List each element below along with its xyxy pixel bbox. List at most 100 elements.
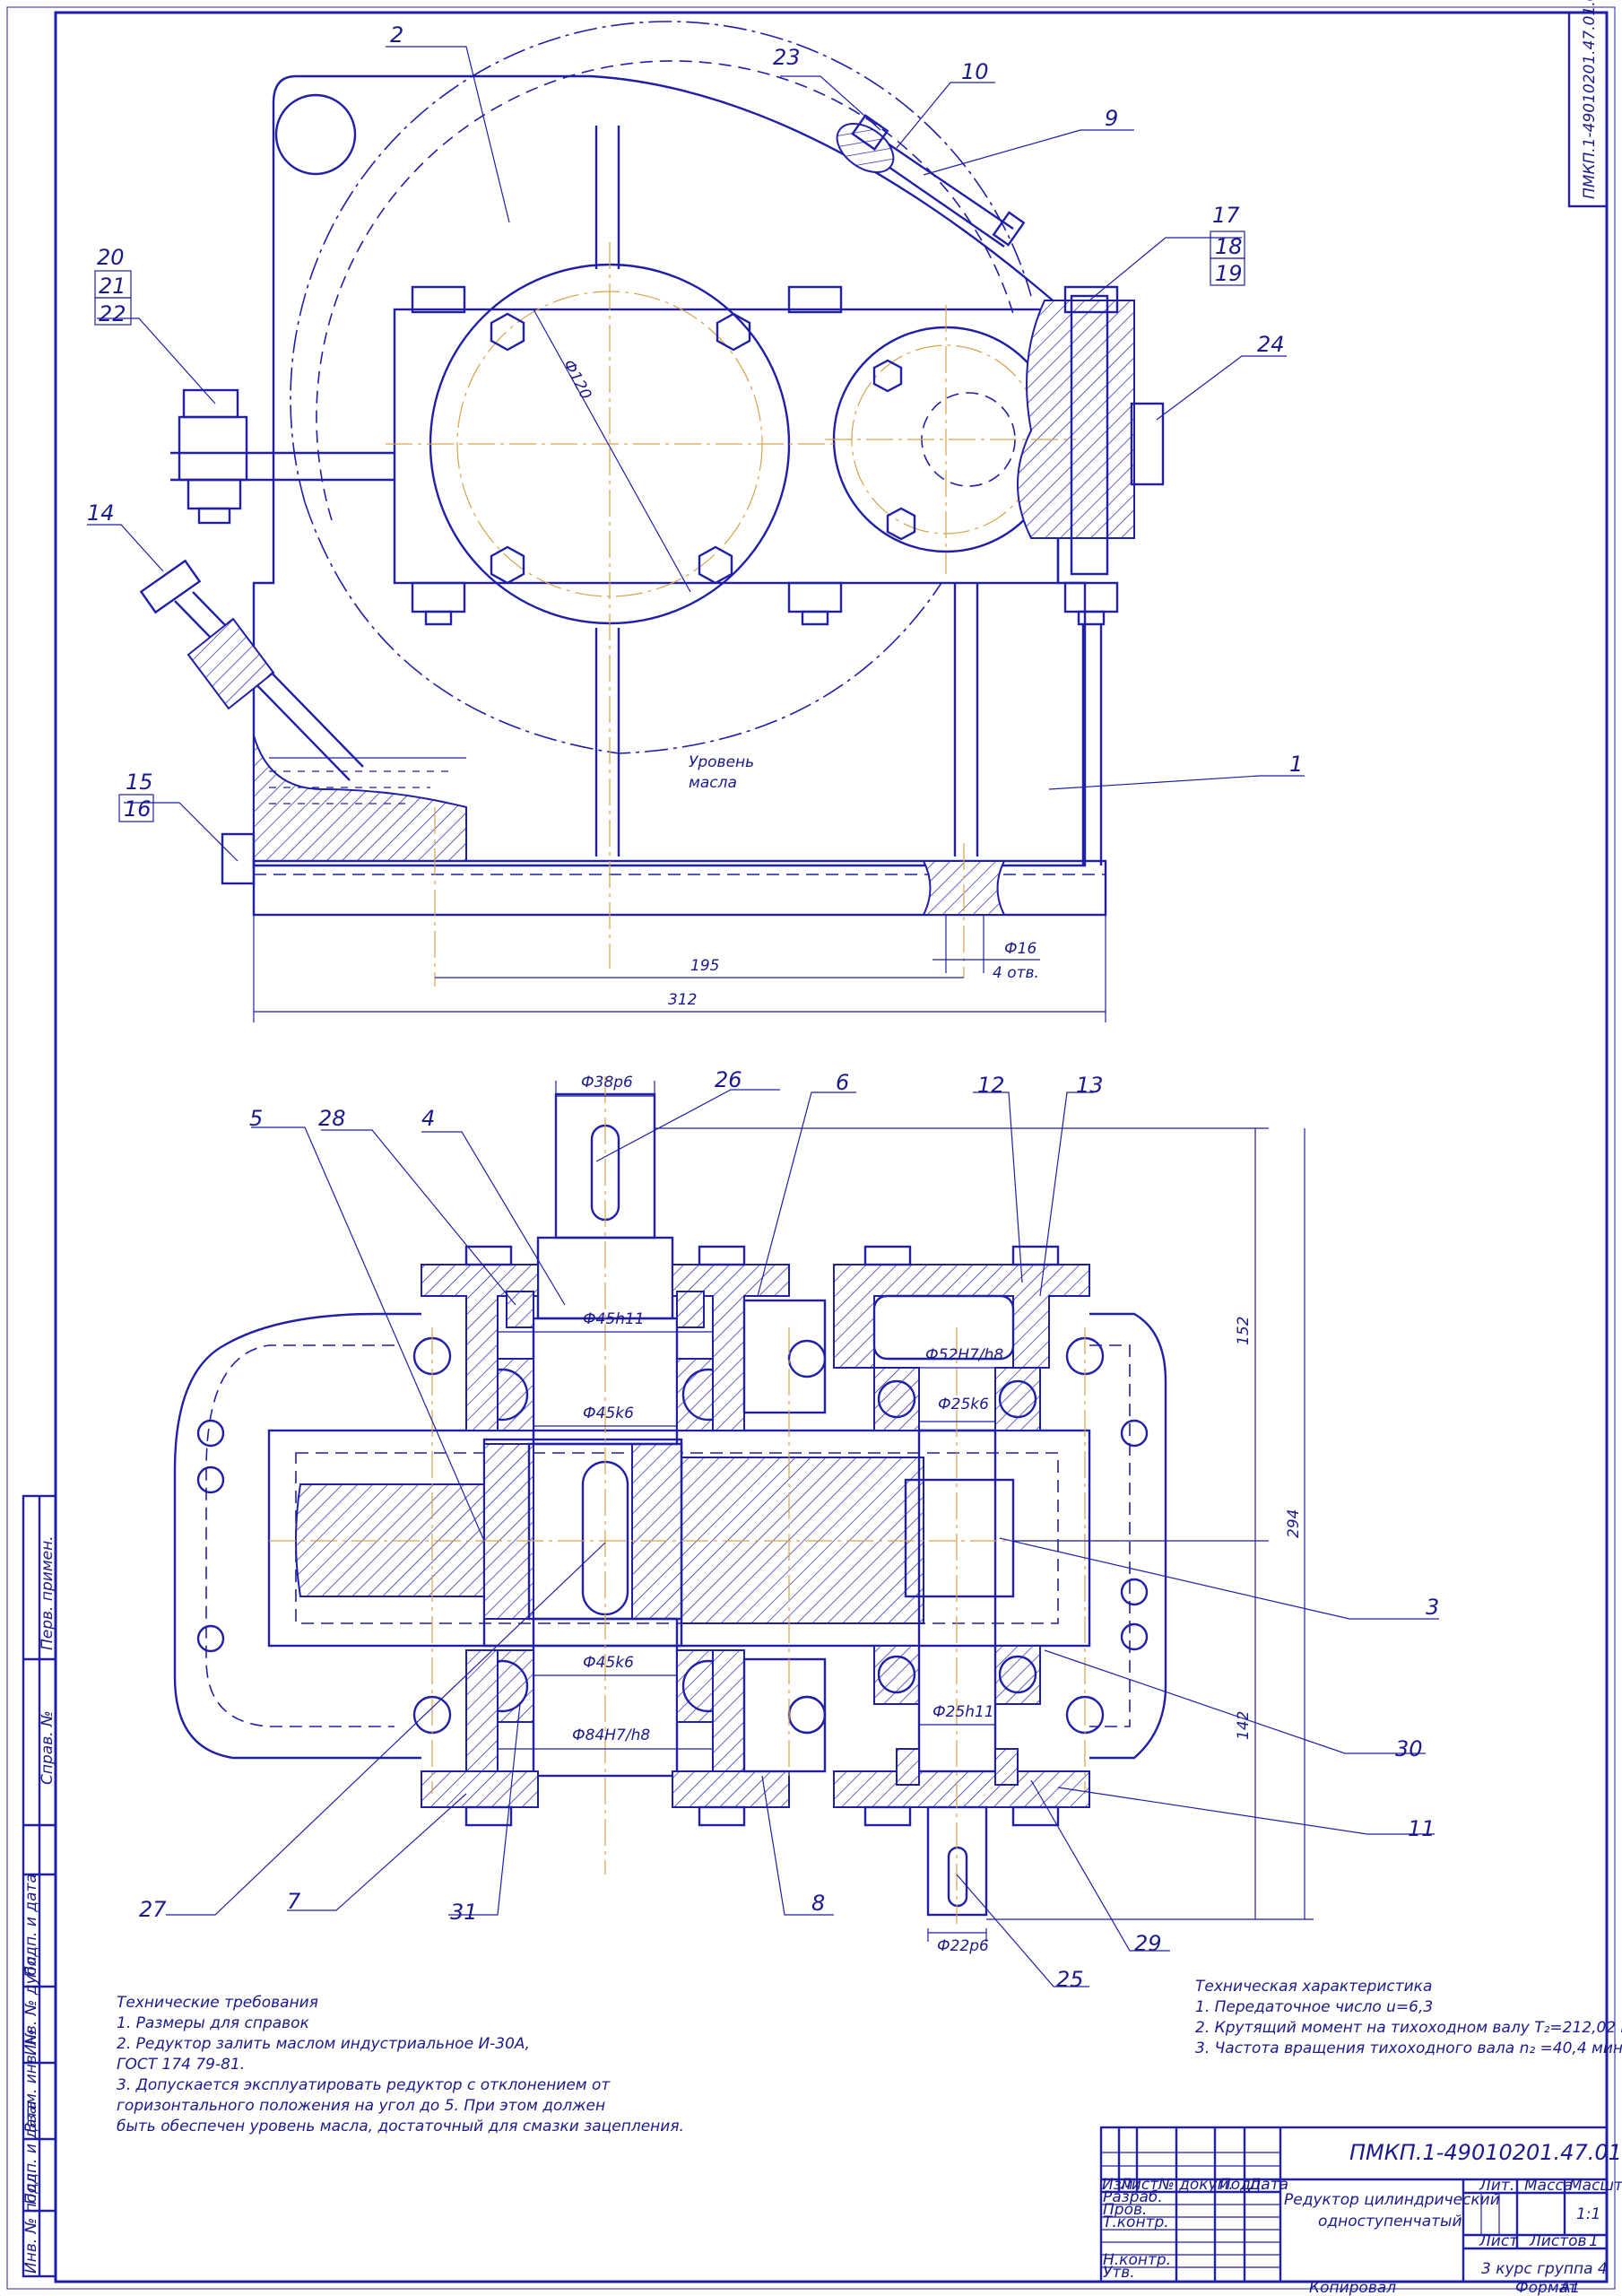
side-stamp-5: Взам. инв. №: [22, 2030, 40, 2133]
plan-dimensions: Ф38р6 Ф45h11 Ф45k6 Ф52Н7/h8 Ф25k6 Ф45k6 …: [498, 1074, 1314, 1955]
dim-142: 142: [1235, 1711, 1253, 1740]
dim-holes: 4 отв.: [993, 964, 1039, 982]
dim-195: 195: [690, 957, 719, 975]
oil-level-lines: [269, 757, 466, 804]
dim-d38p6: Ф38р6: [581, 1074, 633, 1091]
title-block: ПМКП.1-49010201.47.01. СБ Редуктор цилин…: [1099, 2126, 1622, 2296]
lifting-hole: [274, 93, 357, 176]
side-stamp-2: Справ. №: [39, 1710, 56, 1785]
side-stamp-6: Подп. и дата: [22, 2100, 40, 2205]
callout-21: 21: [99, 274, 126, 299]
gear-wheel-left: [295, 1483, 485, 1597]
gear-pitch-arc: [290, 21, 1032, 503]
dim-d25h11: Ф25h11: [932, 1703, 994, 1721]
tech-char-line-2: 2. Крутящий момент на тихоходном валу T₂…: [1195, 2019, 1622, 2037]
callout-7: 7: [287, 1889, 301, 1914]
side-bolt: [178, 388, 248, 525]
dim-d45k6-top: Ф45k6: [583, 1405, 634, 1422]
tech-req-title: Технические требования: [117, 1994, 318, 2012]
dim-d45h11: Ф45h11: [583, 1310, 645, 1328]
gear-wheel-right: [681, 1457, 924, 1624]
tech-char-line-1: 1. Передаточное число u=6,3: [1195, 1998, 1433, 2016]
plug-24: [1130, 402, 1165, 486]
bearing-set-2: [873, 1367, 1041, 1705]
dim-152: 152: [1235, 1317, 1253, 1345]
callout-8: 8: [811, 1891, 825, 1916]
plan-bolts: [464, 1245, 1060, 1827]
housing-outline: [252, 74, 1087, 867]
dim-312: 312: [668, 991, 697, 1009]
callout-18: 18: [1215, 234, 1243, 259]
dim-d52H7h8: Ф52Н7/h8: [925, 1346, 1003, 1364]
drain-plug: [221, 832, 256, 885]
sheets-value: 1: [1589, 2232, 1599, 2250]
lit-label: Лит.: [1479, 2177, 1514, 2195]
sheets-label: Листов: [1529, 2232, 1587, 2250]
base-plate: [252, 859, 1107, 917]
tech-char-title: Техническая характеристика: [1195, 1978, 1432, 1996]
row-nkontr: Н.контр.: [1103, 2251, 1171, 2269]
side-stamp: Перв. примен. Справ. № Подп. и дата Инв.…: [22, 1494, 57, 2278]
flange-bolts: [411, 285, 1119, 865]
col-date: Дата: [1248, 2176, 1288, 2194]
flange-section: [1017, 300, 1135, 539]
callout-26: 26: [715, 1067, 742, 1092]
callout-3: 3: [1426, 1595, 1439, 1620]
tech-req-line-3: ГОСТ 174 79-81.: [117, 2056, 245, 2074]
tech-req-line-4: 3. Допускается эксплуатировать редуктор …: [117, 2076, 611, 2094]
col-izm: Изм: [1102, 2176, 1133, 2194]
tech-req-line-6: быть обеспечен уровень масла, достаточны…: [117, 2118, 684, 2135]
callout-23: 23: [773, 45, 801, 70]
bearing-cap-8: [672, 1770, 790, 1808]
format-label: Формат: [1515, 2279, 1578, 2296]
callout-14: 14: [87, 500, 115, 526]
plan-view: Ф38р6 Ф45h11 Ф45k6 Ф52Н7/h8 Ф25k6 Ф45k6 …: [173, 1074, 1314, 1955]
col-list: Лист: [1119, 2176, 1159, 2194]
side-stamp-3: Подп. и дата: [22, 1874, 40, 1978]
callout-31: 31: [450, 1900, 478, 1925]
technical-requirements: Технические требования 1. Размеры для сп…: [117, 1994, 684, 2135]
dim-d45k6-bottom: Ф45k6: [583, 1654, 634, 1672]
housing-right-outline: [1089, 1312, 1167, 1760]
row-tkontr: Т.контр.: [1103, 2213, 1169, 2231]
callout-20: 20: [97, 245, 125, 270]
callout-1: 1: [1289, 752, 1303, 777]
oil-level-line2: масла: [689, 774, 737, 792]
dim-d22p6: Ф22р6: [937, 1937, 989, 1955]
front-dimensions: 195 312 Ф16 4 отв.: [253, 915, 1106, 1022]
callout-2: 2: [390, 22, 403, 48]
bearing-cap-7: [421, 1770, 539, 1808]
callout-10: 10: [961, 59, 989, 84]
side-stamp-7: Инв. № подл.: [22, 2169, 40, 2274]
callout-6: 6: [836, 1070, 849, 1095]
callout-12: 12: [977, 1073, 1005, 1098]
tech-char-line-3: 3. Частота вращения тихоходного вала n₂ …: [1195, 2039, 1622, 2057]
corner-stamp: ПМКП.1-49010201.47.01.СБ: [1567, 0, 1609, 208]
format-value: А1: [1559, 2279, 1580, 2296]
col-sign: Подп.: [1219, 2176, 1265, 2194]
oil-drain-section: [253, 735, 467, 862]
callout-13: 13: [1076, 1073, 1104, 1098]
technical-characteristics: Техническая характеристика 1. Передаточн…: [1195, 1978, 1622, 2057]
scale-label: Масштаб: [1569, 2177, 1622, 2195]
callout-27: 27: [139, 1897, 167, 1922]
side-stamp-1: Перв. примен.: [39, 1535, 56, 1650]
tech-req-line-1: 1. Размеры для справок: [117, 2014, 310, 2032]
pinion: [904, 1478, 1015, 1598]
mass-label: Масса: [1524, 2177, 1573, 2195]
callout-17: 17: [1212, 203, 1240, 228]
dim-d120: Ф120: [559, 357, 595, 403]
cover-bolts: [490, 312, 751, 585]
sheet-label: Лист: [1479, 2232, 1519, 2250]
sheet-frame: [6, 6, 1616, 2290]
gear-tip-arc: [316, 60, 1014, 521]
bearing-cap-4: [421, 1264, 539, 1431]
row-utv: Утв.: [1103, 2264, 1135, 2282]
callouts: 2 23 10 9 17 18 19 24 20 21 22 14 15 16 …: [87, 22, 1439, 1992]
callout-15: 15: [126, 770, 153, 795]
bearing-cap-11: [833, 1770, 1090, 1808]
callout-9: 9: [1105, 106, 1118, 131]
dim-d84H7h8: Ф84Н7/h8: [572, 1726, 650, 1744]
callout-22: 22: [99, 301, 126, 326]
